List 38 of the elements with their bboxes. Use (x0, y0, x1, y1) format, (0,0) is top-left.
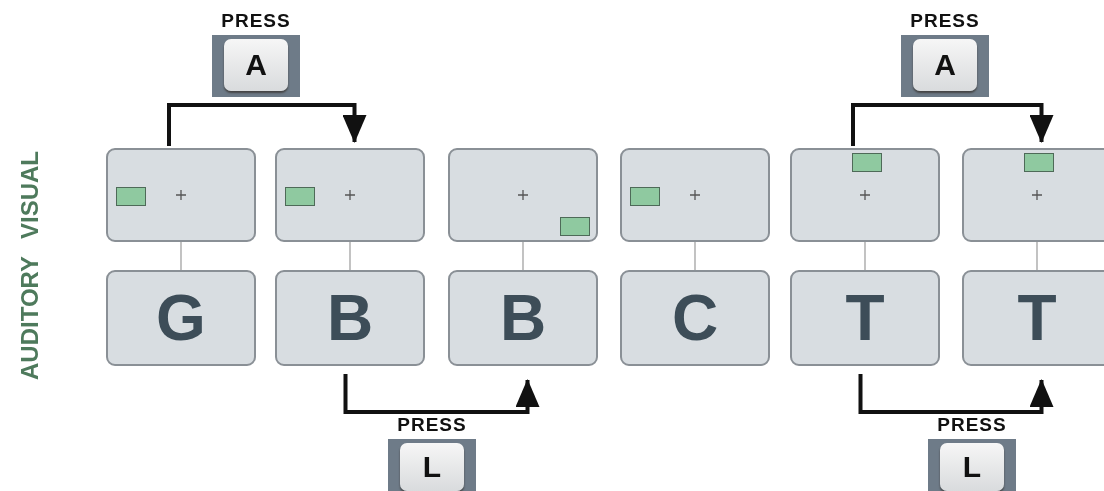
press-instruction: PRESS (396, 414, 468, 436)
response-arrow (343, 374, 540, 414)
spoken-letter: B (498, 286, 548, 350)
connector-line (522, 241, 524, 271)
spoken-letter: T (1016, 286, 1058, 350)
spoken-letter: C (670, 286, 720, 350)
spoken-letter: T (844, 286, 886, 350)
spoken-letter: B (325, 286, 375, 350)
response-arrow (167, 103, 367, 146)
connector-line (864, 241, 866, 271)
connector-line (180, 241, 182, 271)
press-instruction: PRESS (909, 10, 981, 32)
auditory-stimulus-panel (448, 270, 598, 366)
keyboard-key: L (928, 439, 1016, 491)
auditory-stimulus-panel (275, 270, 425, 366)
response-arrow (858, 374, 1054, 414)
visual-stimulus-panel (962, 148, 1104, 242)
keyboard-key: L (388, 439, 476, 491)
row-label: AUDITORY (18, 256, 42, 380)
auditory-stimulus-panel (790, 270, 940, 366)
row-label: VISUAL (18, 151, 42, 239)
visual-stimulus-panel (275, 148, 425, 242)
auditory-stimulus-panel (962, 270, 1104, 366)
spoken-letter: G (155, 286, 207, 350)
keyboard-key: A (901, 35, 989, 97)
connector-line (1036, 241, 1038, 271)
keyboard-key: A (212, 35, 300, 97)
visual-stimulus-panel (106, 148, 256, 242)
visual-stimulus-panel (620, 148, 770, 242)
press-instruction: PRESS (936, 414, 1008, 436)
visual-stimulus-panel (790, 148, 940, 242)
visual-stimulus-panel (448, 148, 598, 242)
auditory-stimulus-panel (106, 270, 256, 366)
response-arrow (851, 103, 1054, 146)
press-instruction: PRESS (220, 10, 292, 32)
connector-line (349, 241, 351, 271)
connector-line (694, 241, 696, 271)
auditory-stimulus-panel (620, 270, 770, 366)
